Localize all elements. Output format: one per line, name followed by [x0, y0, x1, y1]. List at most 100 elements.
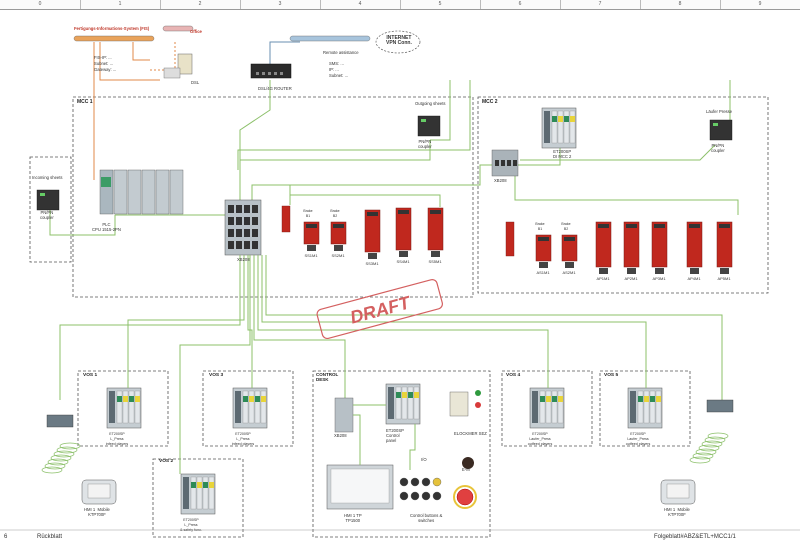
internet-cloud-label: INTERNET VPN Conn.: [386, 35, 412, 46]
mcc2-brake-1-0: Brake: [561, 222, 570, 226]
switch-uplink-2: [237, 80, 471, 170]
vos-et-3-led: [540, 396, 545, 402]
vos-et-4-slot: [643, 390, 650, 424]
mcc2-brake-0-0: Brake: [535, 222, 544, 226]
left-coil-6: [59, 442, 81, 450]
left-coil-4: [53, 450, 75, 458]
mcc2-fuse-icon: [505, 221, 515, 257]
mcc1-drive-4-label: SS5M1: [428, 259, 442, 264]
mcc1-switch-port: [228, 241, 234, 249]
mcc1-drive-2-top: [367, 212, 378, 216]
ruler-cell-0: 0: [0, 0, 81, 9]
mcc1-fuse-icon: [281, 205, 291, 233]
mcc2-et-icon-led: [564, 116, 569, 122]
it-line-1: FIS-IP: ...: [94, 55, 112, 60]
desk-et-icon-led: [408, 392, 413, 398]
mcc1-drive-2: [364, 209, 381, 253]
vos4-box: [501, 370, 593, 447]
vos-et-1-slot: [242, 390, 249, 424]
mcc2-drive-4-label: AP3M1: [652, 276, 666, 281]
vos-et-label-0-0: ET200SP: [109, 432, 125, 436]
right-hub-icon: [706, 399, 734, 413]
mcc1-drive-1-conn: [334, 245, 343, 251]
pc-tower-icon: [177, 53, 193, 75]
mcc1-brake-0-0: Brake: [303, 209, 312, 213]
vos-et-0-slot: [122, 390, 129, 424]
vos-et-1-slot: [254, 390, 261, 424]
remote-label: Remote assistance: [323, 50, 359, 55]
mcc2-drive-4: [651, 221, 668, 268]
vos-et-label-1-1: L_Press: [236, 437, 249, 441]
mcc1-drive-2-conn: [368, 253, 377, 259]
sw-to-desk: [253, 255, 346, 400]
footer-ref[interactable]: Folgeblatt#ABZ&ETL+MCC1/1: [654, 534, 736, 540]
laufer-coupler-label: PN/PN coupler: [711, 143, 725, 153]
sw-to-right-hub: [265, 255, 723, 400]
emergency-stop-icon: [456, 488, 474, 506]
vos-et-1-led: [249, 396, 254, 402]
desk-et-to-buttons: [409, 424, 416, 470]
mcc2-switch-port: [495, 160, 499, 166]
mcc1-drive-3-conn: [399, 251, 408, 257]
router-port-2: [268, 72, 271, 75]
router-port-3: [274, 72, 277, 75]
remote-bus: [289, 35, 371, 42]
left-coil-1: [44, 462, 66, 470]
desk-estop-label: E-M: [462, 467, 470, 472]
mcc1-drive-1-top: [333, 224, 344, 228]
ruler-cell-5: 5: [400, 0, 481, 9]
router-port-0: [256, 72, 259, 75]
desk-key-label: ELOCKMER SEZ: [454, 431, 487, 436]
vos-et-4-slot: [649, 390, 656, 424]
pc-monitor-icon: [163, 67, 181, 79]
mcc2-et-icon-led: [558, 116, 563, 122]
incoming-coupler-icon-led: [40, 193, 45, 196]
vos-et-2-slot: [202, 476, 209, 510]
footer-back[interactable]: Rückblatt: [37, 534, 63, 540]
desk-et-icon-slot: [407, 386, 414, 420]
mcc2-drive-0-top: [538, 237, 549, 241]
vos-et-3-led: [546, 396, 551, 402]
vos-et-0-led: [117, 396, 122, 402]
vos-et-4-led: [656, 396, 661, 402]
outgoing-coupler-icon-led: [421, 119, 426, 122]
vos-et-3-slot: [539, 390, 546, 424]
desk-et-icon-slot: [395, 386, 402, 420]
remote-line-3: Subnet: ...: [329, 73, 349, 78]
incoming-coupler-label: PN/PN coupler: [40, 210, 54, 220]
mcc1-switch-port: [244, 241, 250, 249]
vos-et-3-head: [532, 391, 538, 423]
mcc1-drive-3: [395, 207, 412, 251]
mcc2-drive-1: [561, 234, 578, 262]
mcc1-drive-3-top: [398, 210, 409, 214]
vos-et-2-slot: [190, 476, 197, 510]
office-bus: [162, 25, 194, 32]
mcc1-switch-port: [236, 217, 242, 225]
router-port-4: [280, 72, 283, 75]
vos-et-label-0-1: L_Press: [110, 437, 123, 441]
desk-io-label: I/O: [421, 457, 427, 462]
mcc1-drive-bus: [289, 194, 441, 207]
green-button-icon: [475, 390, 481, 396]
draft-stamp-border: [316, 279, 443, 340]
keylock-icon: [449, 391, 469, 417]
vos-title-3: VOS 4: [506, 372, 520, 378]
vos-et-0-led: [123, 396, 128, 402]
mcc1-drive-2-label: SS3M1: [365, 261, 379, 266]
mcc2-et-label: ET200SP DI MCC 2: [553, 149, 572, 159]
vos-et-0-slot: [134, 390, 141, 424]
mcc1-drive-4: [427, 207, 444, 251]
it-line-3: Gateway: ...: [94, 67, 117, 72]
remote-line-2: IP: ...: [329, 67, 339, 72]
right-coil-1: [692, 452, 714, 460]
desk-et-icon-slot: [401, 386, 408, 420]
vos-et-4-led: [644, 396, 649, 402]
vos-et-3-led: [558, 396, 563, 402]
sw-to-vos5: [261, 255, 647, 388]
left-coil-3: [50, 454, 72, 462]
desk-hmi-label: HMI 1 TP TP1500: [344, 513, 362, 523]
mcc1-switch-port: [244, 205, 250, 213]
outgoing-label: Outgoing sheets: [415, 101, 446, 106]
ruler-cell-2: 2: [160, 0, 241, 9]
hmi-right-label: HMI 1 Mobile KTP700F: [664, 507, 690, 517]
